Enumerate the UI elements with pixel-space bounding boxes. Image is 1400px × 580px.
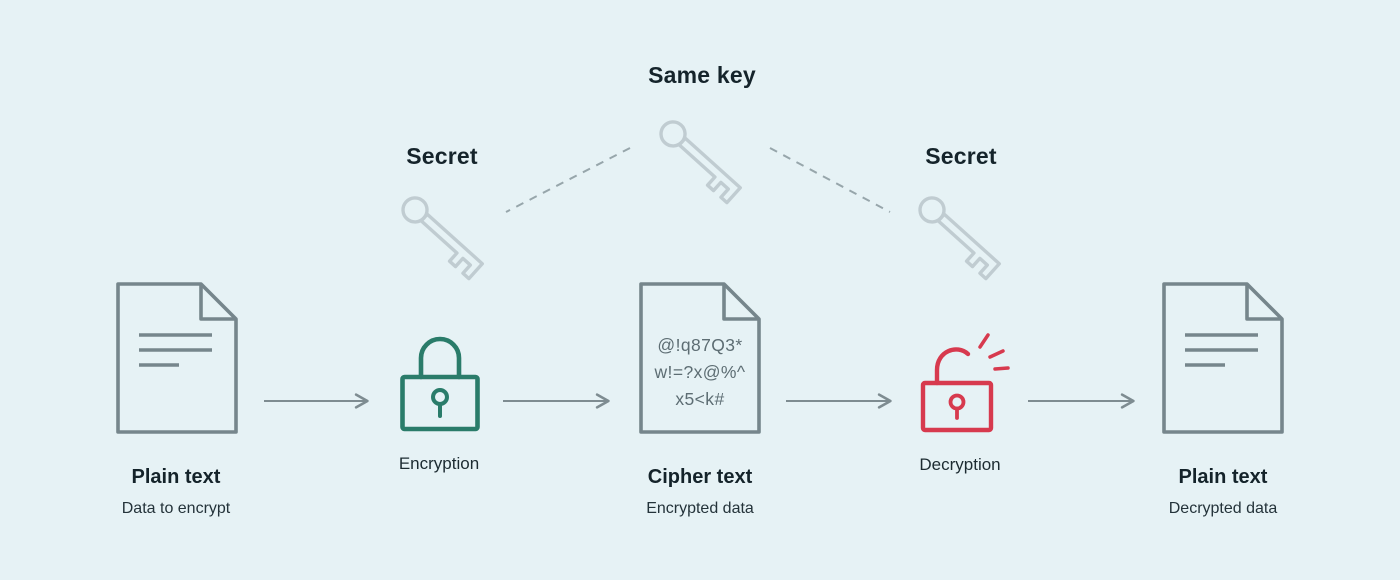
click-sparkle xyxy=(988,349,1005,359)
plain-text-left-subtitle: Data to encrypt xyxy=(121,500,231,517)
cipher-text-title: Cipher text xyxy=(647,466,753,488)
plain-text-right-title: Plain text xyxy=(1178,466,1268,488)
key-icon xyxy=(401,196,484,281)
plain-text-left-title: Plain text xyxy=(131,466,221,488)
dashed-link-samekey-to-right-secret xyxy=(769,147,891,213)
lock-closed-icon xyxy=(400,336,480,432)
secret-left-label: Secret xyxy=(406,143,478,169)
cipher-line: w!=?x@%^ xyxy=(654,362,746,382)
click-sparkle xyxy=(978,333,990,349)
plain-text-right-subtitle: Decrypted data xyxy=(1168,500,1278,517)
encryption-label: Encryption xyxy=(398,454,480,473)
document-icon xyxy=(639,282,761,434)
cipher-text-subtitle: Encrypted data xyxy=(646,500,754,517)
cipher-line: x5<k# xyxy=(675,389,725,409)
key-icon xyxy=(659,120,742,205)
same-key-label: Same key xyxy=(648,62,756,88)
cipher-text-block: @!q87Q3* w!=?x@%^ x5<k# xyxy=(655,332,746,413)
secret-right-label: Secret xyxy=(925,143,997,169)
decryption-label: Decryption xyxy=(919,455,1001,474)
click-sparkle xyxy=(993,366,1010,371)
document-icon xyxy=(116,282,238,434)
key-icon xyxy=(918,196,1001,281)
lock-open-icon xyxy=(920,333,1010,433)
dashed-link-samekey-to-left-secret xyxy=(505,147,631,213)
cipher-line: @!q87Q3* xyxy=(657,335,743,355)
document-icon xyxy=(1162,282,1284,434)
